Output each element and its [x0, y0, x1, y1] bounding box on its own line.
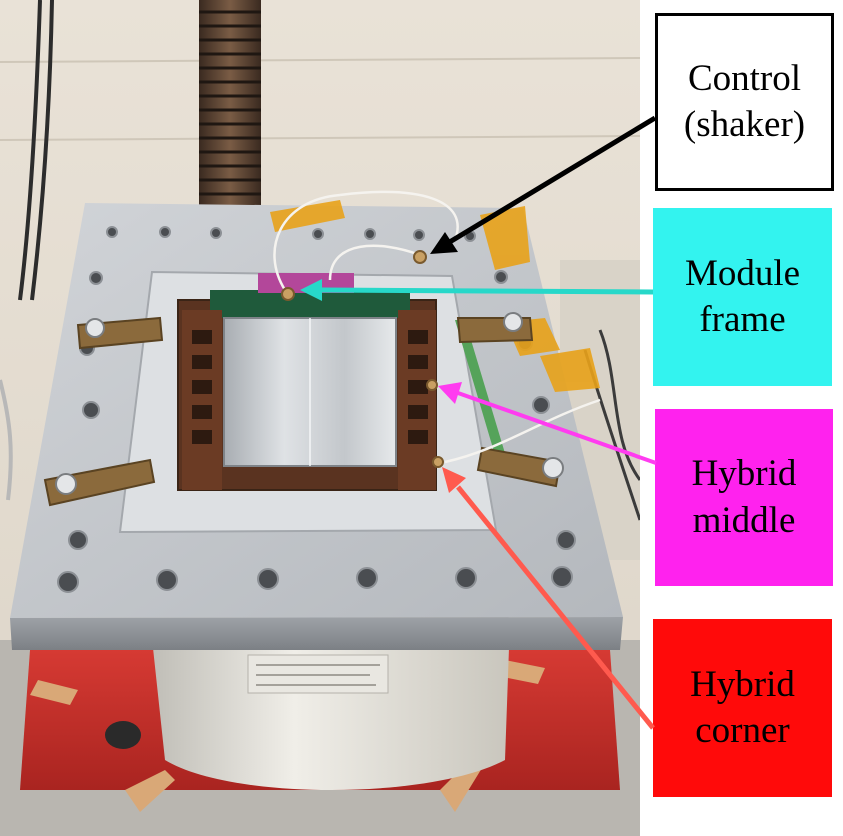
hybrid-corner-arrowhead — [442, 467, 466, 493]
accel-middle — [426, 379, 438, 391]
wall-seams — [0, 57, 641, 141]
module-frame-label-bg — [653, 208, 832, 386]
base-plate-edge — [10, 617, 623, 650]
wall-cables — [0, 0, 54, 501]
hybrid-middle-label-bg — [655, 409, 833, 586]
clamp-screws — [55, 312, 564, 495]
accel-corner — [432, 456, 444, 468]
hybrid-corner-label: Hybrid corner — [690, 663, 795, 751]
module-frame-label: Module frame — [684, 252, 801, 340]
hybrid-middle-arrow — [457, 391, 657, 465]
shaker-cylinder — [150, 620, 510, 790]
control-arrow — [446, 115, 657, 246]
hybrid-corner-label-bg — [653, 619, 832, 797]
module-frame-arrow — [321, 287, 654, 295]
sensor-wires — [273, 190, 601, 464]
hybrid-middle-label: Hybrid middle — [691, 453, 797, 541]
accel-frame — [281, 287, 295, 301]
green-rod — [455, 320, 510, 472]
hybrid-chips — [192, 330, 428, 444]
hybrid-middle-arrowhead — [438, 382, 462, 404]
arrows — [300, 115, 657, 730]
module-frame-arrowhead — [300, 279, 322, 301]
plate-holes — [57, 226, 576, 593]
control-shaker-label: Control (shaker) — [655, 13, 834, 191]
hybrid-corner-arrow — [456, 485, 655, 730]
cylinder-label-lines — [256, 664, 380, 686]
cylinder-label — [247, 654, 389, 694]
hose-ridges — [199, 10, 261, 196]
control-arrowhead — [430, 232, 458, 254]
accel-control — [413, 250, 427, 264]
coiled-hose — [199, 0, 261, 205]
base-knob-left — [105, 721, 141, 749]
